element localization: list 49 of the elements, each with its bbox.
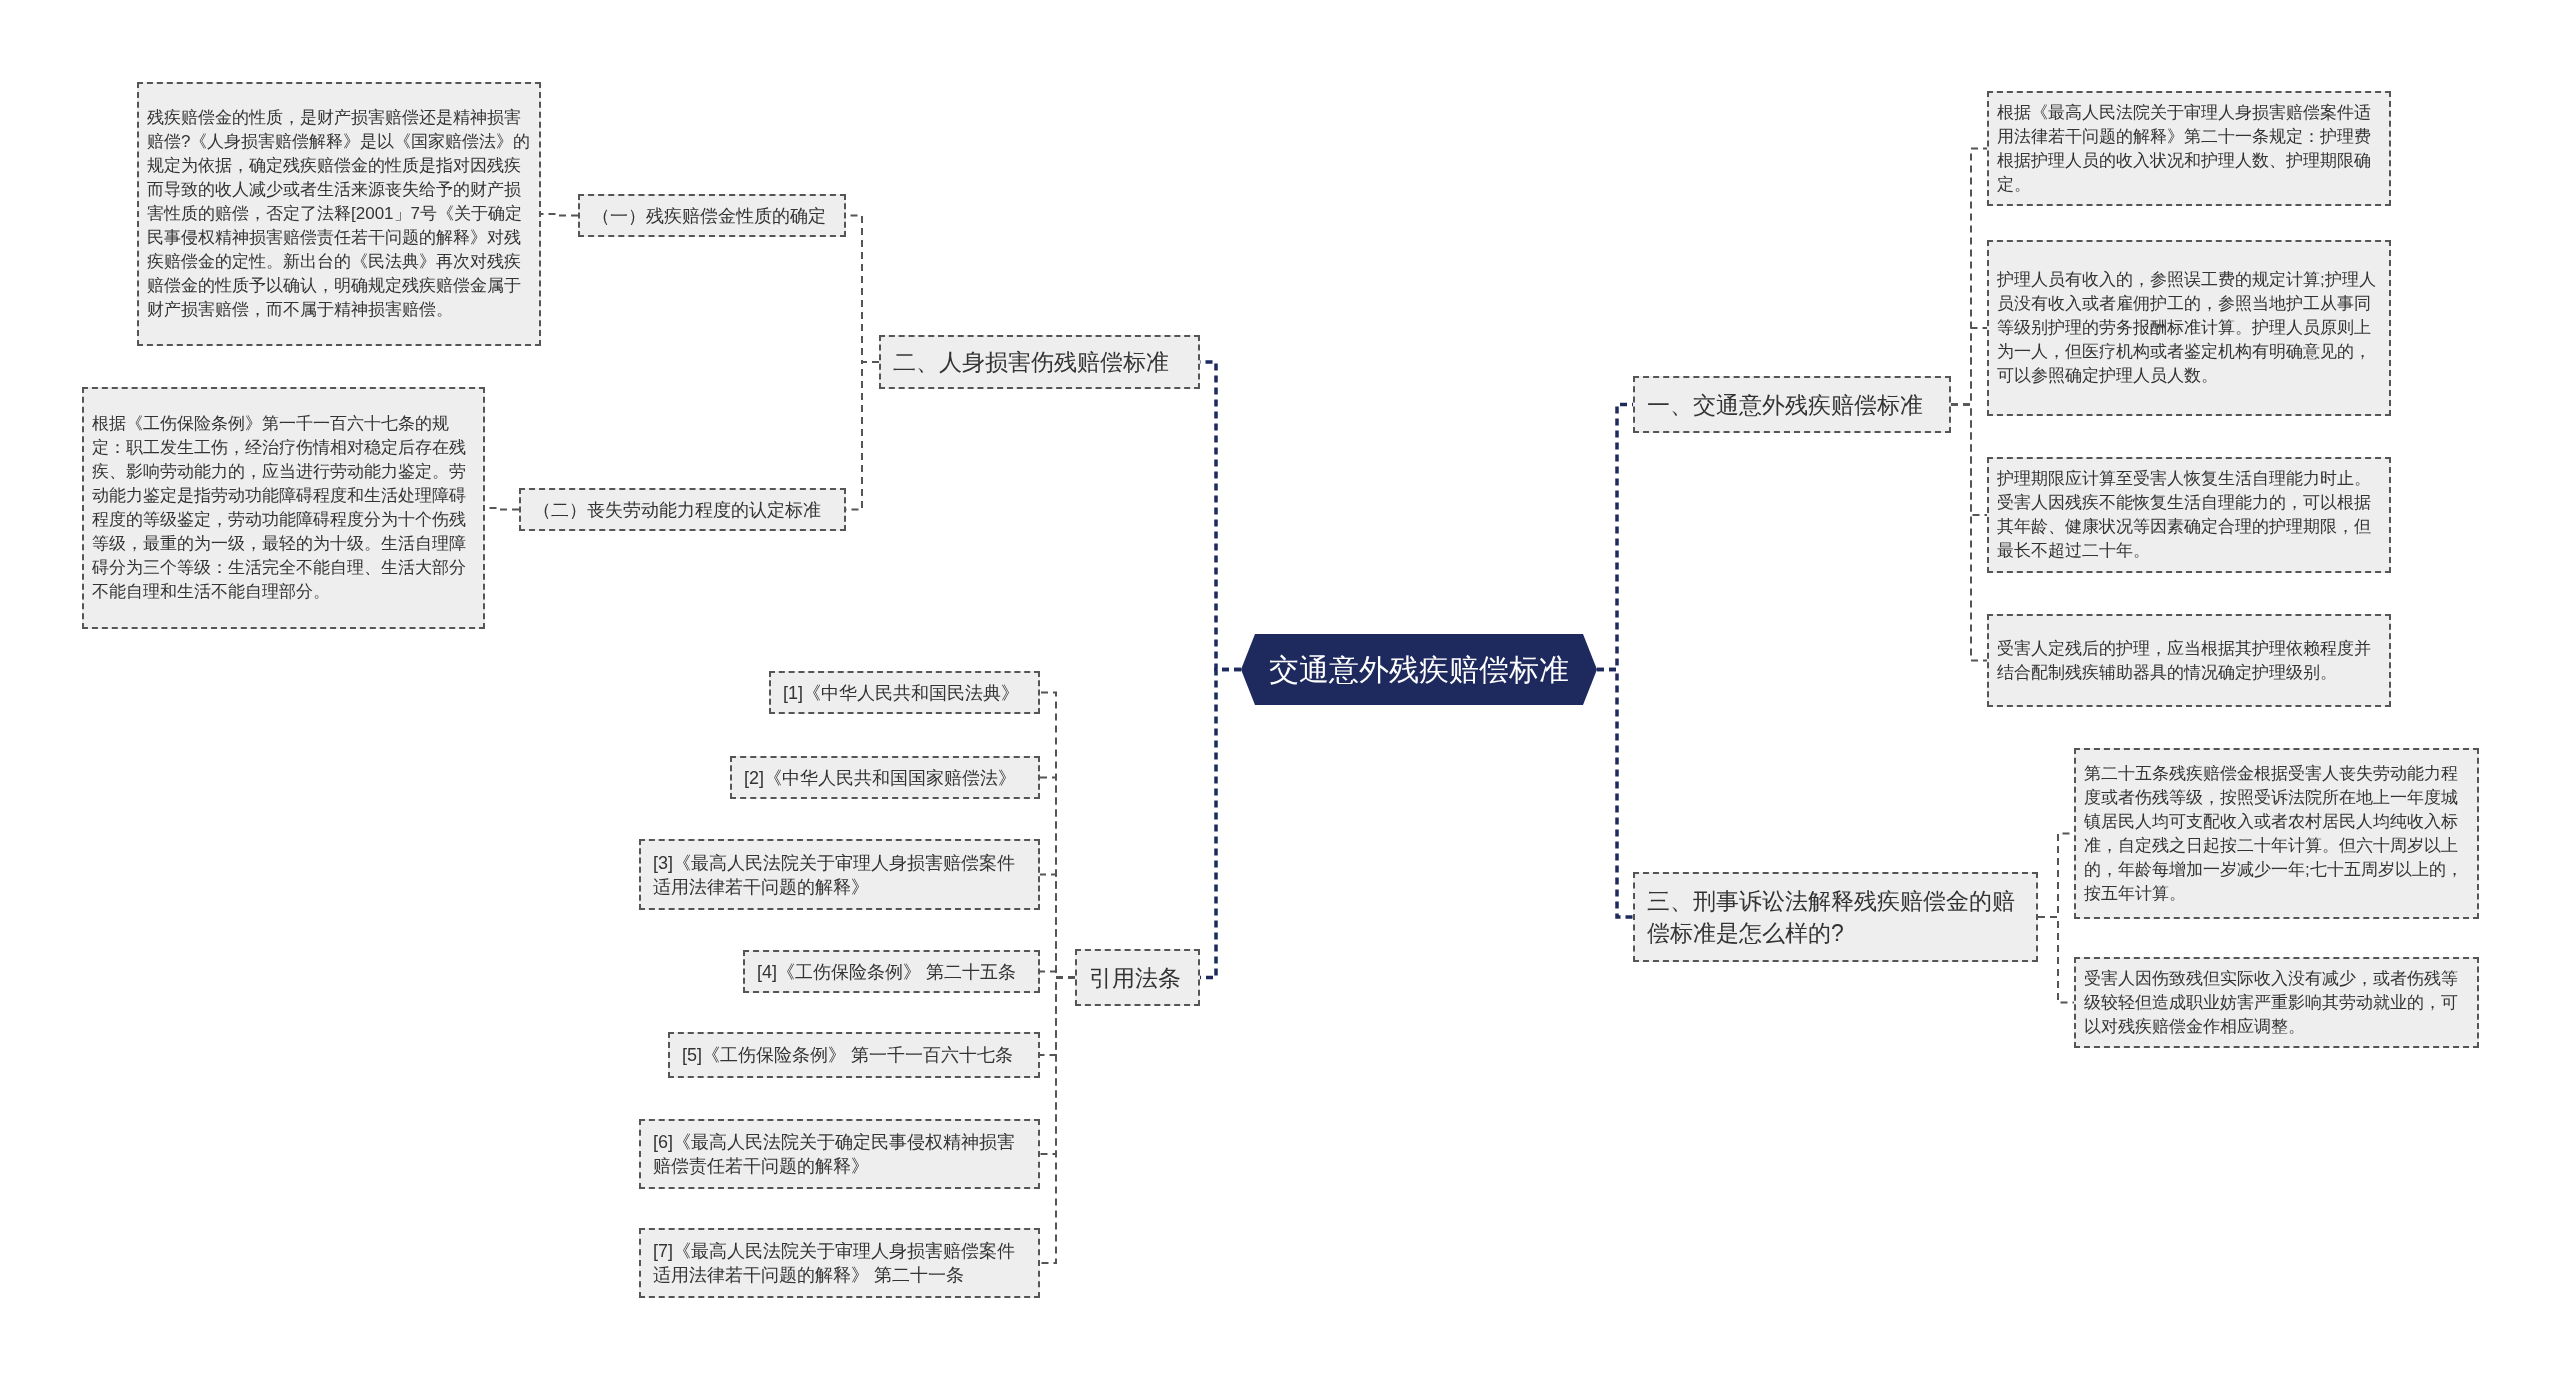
text-card [769, 671, 1040, 714]
node-text: 护理人员有收入的，参照误工费的规定计算;护理人员没有收入或者雇佣护工的，参照当地护工从事同等级别护理的劳务报酬标准计算。护理人员原则上为一人，但医疗机构或者鉴定机构有明确意见的，可以参照确定护理人员人数。 [1997, 269, 2377, 387]
node-text: 受害人定残后的护理，应当根据其护理依赖程度并结合配制残疾辅助器具的情况确定护理级别。 [1997, 637, 2372, 684]
text-card [1987, 240, 2391, 416]
branch-topic [1633, 872, 2038, 962]
node-text: [7]《最高人民法院关于审理人身损害赔偿案件适用法律若干问题的解释》 第二十一条 [653, 1240, 1016, 1287]
node-text: [1]《中华人民共和国民法典》 [783, 681, 1019, 705]
node-text: 根据《工伤保险条例》第一千一百六十七条的规定：职工发生工伤，经治疗伤情相对稳定后存在残疾、影响劳动能力的，应当进行劳动能力鉴定。劳动能力鉴定是指劳动功能障碍程度和生活处理障碍程度的等级鉴定，劳动功能障碍程度分为十个伤残等级，最重的为一级，最轻的为十级。生活自理障碍分为三个等级：生活完全不能自理、生活大部分不能自理和生活不能自理部分。 [92, 413, 467, 603]
branch-topic [1075, 949, 1200, 1006]
node-text: 二、人身损害伤残赔偿标准 [893, 348, 1169, 377]
text-card [668, 1032, 1040, 1078]
node-text: [3]《最高人民法院关于审理人身损害赔偿案件适用法律若干问题的解释》 [653, 851, 1016, 899]
connector-line [1950, 403, 1988, 662]
node-text: （二）丧失劳动能力程度的认定标准 [533, 498, 821, 522]
branch-topic [879, 335, 1200, 389]
central-topic [1241, 634, 1597, 705]
node-text: 受害人因伤致残但实际收入没有减少，或者伤残等级较轻但造成职业妨害严重影响其劳动就业的，可以对残疾赔偿金作相应调整。 [2084, 967, 2459, 1038]
node-text: （一）残疾赔偿金性质的确定 [592, 204, 826, 228]
node-text: [4]《工伤保险条例》 第二十五条 [757, 960, 1016, 984]
text-card [578, 194, 846, 237]
node-text: 一、交通意外残疾赔偿标准 [1647, 390, 1923, 420]
text-card [2074, 748, 2479, 919]
node-text: 第二十五条残疾赔偿金根据受害人丧失劳动能力程度或者伤残等级，按照受诉法院所在地上一年度城镇居民人均可支配收入或者农村居民人均纯收入标准，自定残之日起按二十年计算。但六十周岁以上的，年龄每增加一岁减少一年;七十五周岁以上的，按五年计算。 [2084, 762, 2464, 905]
node-text: 根据《最高人民法院关于审理人身损害赔偿案件适用法律若干问题的解释》第二十一条规定：护理费根据护理人员的收入状况和护理人数、护理期限确定。 [1997, 101, 2372, 196]
connector-line [1597, 667, 1633, 919]
text-card [1987, 91, 2391, 206]
connector-line [1039, 976, 1076, 1264]
node-text: 三、刑事诉讼法解释残疾赔偿金的赔偿标准是怎么样的? [1647, 887, 2016, 948]
node-text: 残疾赔偿金的性质，是财产损害赔偿还是精神损害赔偿?《人身损害赔偿解释》是以《国家赔偿法》的规定为依据，确定残疾赔偿金的性质是指对因残疾而导致的收人减少或者生活来源丧失给予的财产损害性质的赔偿，否定了法释[2001」7号《关于确定民事侵权精神损害赔偿责任若干问题的解释》对残疾赔偿金的定性。新出台的《民法典》再次对残疾赔偿金的性质予以确认，明确规定残疾赔偿金属于财产损害赔偿，而不属于精神损害赔偿。 [147, 107, 531, 321]
title-text: 交通意外残疾赔偿标准 [1269, 651, 1569, 688]
text-card [1987, 614, 2391, 707]
text-card [639, 1119, 1040, 1189]
text-card [82, 387, 485, 629]
connector-line [2037, 916, 2075, 1004]
text-card [519, 488, 846, 531]
text-card [743, 950, 1040, 993]
text-card [137, 82, 541, 346]
text-card [1987, 457, 2391, 573]
node-text: [2]《中华人民共和国国家赔偿法》 [744, 766, 1016, 790]
node-text: 护理期限应计算至受害人恢复生活自理能力时止。受害人因残疾不能恢复生活自理能力的，可以根据其年龄、健康状况等因素确定合理的护理期限，但最长不超过二十年。 [1997, 468, 2372, 562]
node-text: [6]《最高人民法院关于确定民事侵权精神损害赔偿责任若干问题的解释》 [653, 1131, 1016, 1178]
node-text: [5]《工伤保险条例》 第一千一百六十七条 [682, 1044, 1013, 1067]
text-card [730, 756, 1040, 799]
connector-line [540, 213, 579, 217]
text-card [639, 1228, 1040, 1298]
text-card [639, 839, 1040, 910]
text-card [2074, 957, 2479, 1048]
node-text: 引用法条 [1089, 963, 1181, 993]
branch-topic [1633, 376, 1951, 433]
